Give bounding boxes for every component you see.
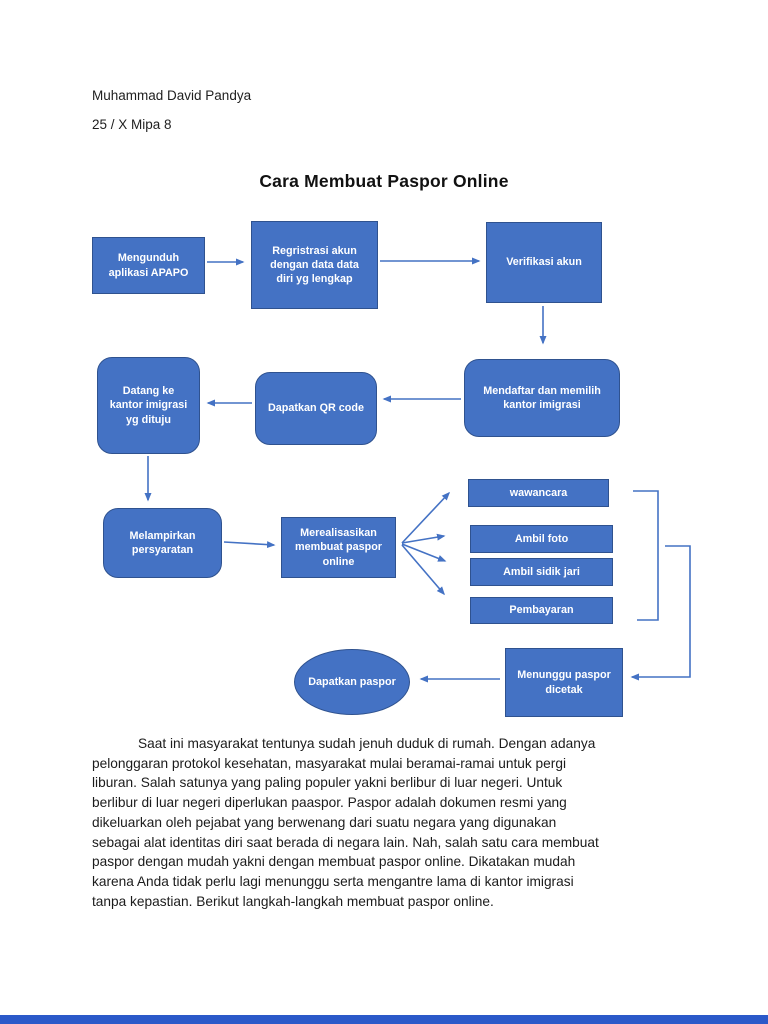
paragraph-line: karena Anda tidak perlu lagi menunggu se… [92,873,574,889]
arrow-merealisasikan-to-ambil-sidik-jari [401,543,447,562]
node-label: Verifikasi akun [506,256,582,269]
node-label: Mendaftar dan memilih kantor imigrasi [483,384,601,411]
page-title: Cara Membuat Paspor Online [259,171,509,191]
node-label: Dapatkan QR code [268,402,364,415]
node-merealisasikan: Merealisasikan membuat paspor online [281,517,396,578]
author-name: Muhammad David Pandya [92,88,252,103]
node-label: Mengunduh aplikasi APAPO [108,252,189,279]
node-pembayaran: Pembayaran [470,597,613,624]
next-page-edge-bar [0,1015,768,1024]
author-class: 25 / X Mipa 8 [92,117,172,132]
node-datang-kantor-imigrasi: Datang ke kantor imigrasi yg dituju [97,357,200,454]
arrow-merealisasikan-to-wawancara [401,491,451,544]
arrow-merealisasikan-to-pembayaran [401,544,445,596]
paragraph-line: pelonggaran protokol kesehatan, masyarak… [92,755,566,771]
node-label: Dapatkan paspor [308,675,396,688]
node-ambil-foto: Ambil foto [470,525,613,553]
node-label: Merealisasikan membuat paspor online [295,527,382,568]
node-registrasi-akun: Regristrasi akun dengan data data diri y… [251,221,378,309]
node-verifikasi-akun: Verifikasi akun [486,222,602,303]
node-mendaftar-kantor: Mendaftar dan memilih kantor imigrasi [464,359,620,437]
node-label: Datang ke kantor imigrasi yg dituju [109,385,188,426]
paragraph-line: tanpa kepastian. Berikut langkah-langkah… [92,893,494,909]
node-label: Pembayaran [509,604,574,617]
connector-bracket-outer [633,490,659,621]
paragraph-line: liburan. Salah satunya yang paling popul… [92,775,563,791]
node-melampirkan-persyaratan: Melampirkan persyaratan [103,508,222,578]
paragraph-line: dikeluarkan oleh pejabat yang berwenang … [92,814,557,830]
node-label: Ambil sidik jari [503,565,580,578]
paragraph-line: paspor dengan mudah yakni dengan membuat… [92,854,576,870]
node-ambil-sidik-jari: Ambil sidik jari [470,558,613,586]
node-wawancara: wawancara [468,479,609,507]
node-label: Regristrasi akun dengan data data diri y… [270,244,359,286]
node-dapatkan-paspor: Dapatkan paspor [294,649,410,715]
body-paragraph: Saat ini masyarakat tentunya sudah jenuh… [92,734,692,911]
node-label: wawancara [509,486,568,499]
node-label: Melampirkan persyaratan [129,529,196,556]
node-label: Ambil foto [514,532,569,545]
paragraph-line: berlibur di luar negeri diperlukan paasp… [92,795,567,811]
paragraph-line: Saat ini masyarakat tentunya sudah jenuh… [138,736,596,751]
node-label: Menunggu paspor dicetak [517,669,611,696]
paragraph-line: sebagai alat identitas diri saat berada … [92,834,599,850]
node-dapatkan-qr-code: Dapatkan QR code [255,372,377,445]
arrow-melampirkan-to-merealisasikan [223,541,276,549]
node-menunggu-paspor: Menunggu paspor dicetak [505,648,623,717]
arrow-merealisasikan-to-ambil-foto [401,533,446,544]
node-mengunduh-aplikasi: Mengunduh aplikasi APAPO [92,237,205,294]
connector-bracket-to-menunggu [630,545,691,681]
